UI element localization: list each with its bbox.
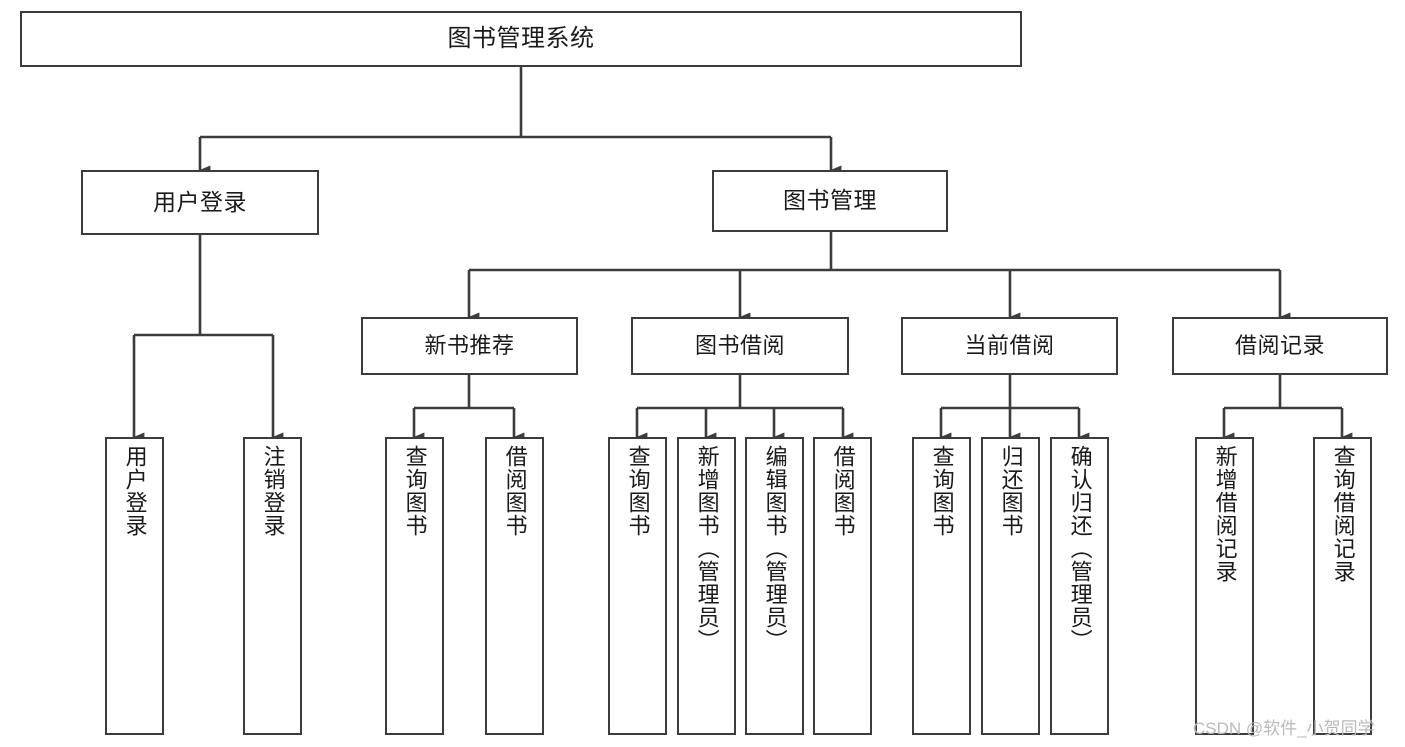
node-label: 新增借阅记录 [1212,445,1238,583]
leaf-new-book-borrow-book[interactable]: 借阅图书 [485,437,544,735]
leaf-user-login-login[interactable]: 用户登录 [105,437,164,735]
node-label: 确认归还（管理员） [1067,445,1093,652]
node-label: 查询借阅记录 [1330,445,1356,583]
node-borrow-record[interactable]: 借阅记录 [1172,317,1388,375]
node-book-management[interactable]: 图书管理 [712,170,948,232]
node-user-login[interactable]: 用户登录 [81,170,319,235]
node-label: 图书管理 [783,187,877,214]
node-label: 借阅记录 [1234,333,1325,359]
leaf-borrow-record-query-record[interactable]: 查询借阅记录 [1313,437,1372,735]
node-label: 图书管理系统 [447,24,595,52]
csdn-watermark: CSDN @软件_小贺同学 [1193,719,1375,738]
leaf-book-borrow-edit-book-admin[interactable]: 编辑图书（管理员） [745,437,804,735]
leaf-book-borrow-query-book[interactable]: 查询图书 [608,437,667,735]
node-label: 图书借阅 [694,333,785,359]
node-label: 用户登录 [153,188,247,215]
node-label: 当前借阅 [964,333,1055,359]
leaf-borrow-record-add-record[interactable]: 新增借阅记录 [1195,437,1254,735]
node-label: 用户登录 [122,445,148,537]
leaf-current-borrow-return-book[interactable]: 归还图书 [981,437,1040,735]
node-current-borrow[interactable]: 当前借阅 [901,317,1118,375]
node-label: 新书推荐 [424,333,515,359]
leaf-current-borrow-confirm-return-admin[interactable]: 确认归还（管理员） [1050,437,1109,735]
leaf-current-borrow-query-book[interactable]: 查询图书 [912,437,971,735]
node-label: 新增图书（管理员） [694,445,720,652]
node-root-system[interactable]: 图书管理系统 [20,11,1022,67]
leaf-book-borrow-add-book-admin[interactable]: 新增图书（管理员） [677,437,736,735]
node-new-book-recommend[interactable]: 新书推荐 [361,317,578,375]
leaf-new-book-query-book[interactable]: 查询图书 [385,437,444,735]
node-label: 查询图书 [929,445,955,537]
node-label: 归还图书 [998,445,1024,537]
node-label: 查询图书 [402,445,428,537]
leaf-user-login-logout[interactable]: 注销登录 [243,437,302,735]
node-label: 借阅图书 [830,445,856,537]
leaf-book-borrow-borrow-book[interactable]: 借阅图书 [813,437,872,735]
node-label: 查询图书 [625,445,651,537]
node-book-borrow[interactable]: 图书借阅 [631,317,849,375]
node-label: 编辑图书（管理员） [762,445,788,652]
node-label: 注销登录 [260,445,286,537]
node-label: 借阅图书 [502,445,528,537]
